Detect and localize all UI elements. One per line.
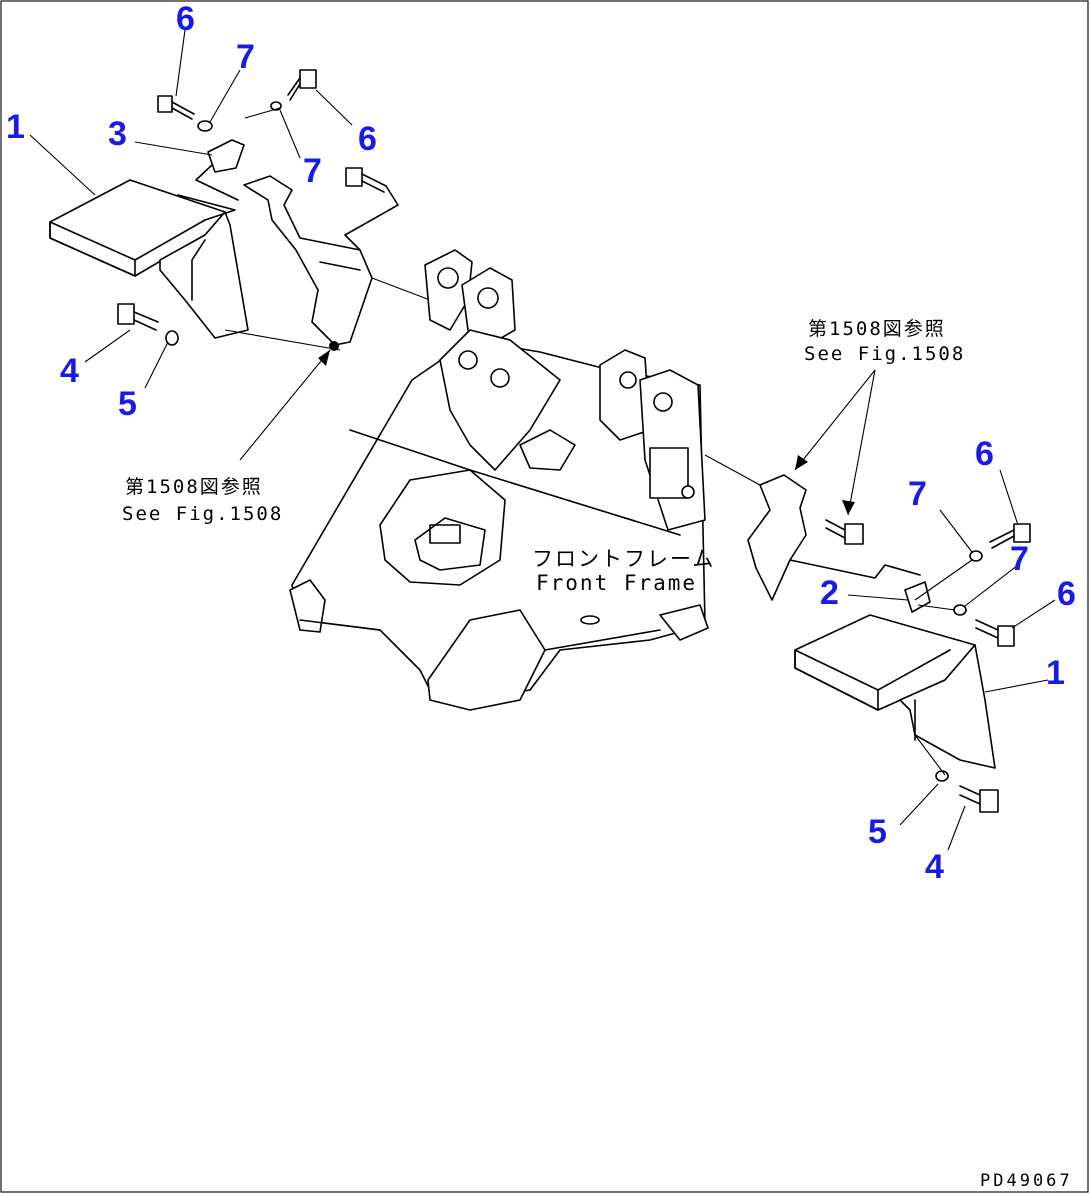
right-washer-7a [969, 550, 983, 562]
right-ref-note-en: See Fig.1508 [804, 343, 965, 365]
left-washer-7a [197, 120, 213, 132]
left-fender-assembly [49, 69, 431, 351]
front-frame-label-jp: フロントフレーム [532, 547, 715, 571]
callout-4: 4 [925, 848, 944, 886]
front-frame-label-en: Front Frame [536, 571, 697, 595]
right-bracket-2 [904, 581, 931, 613]
callout-5: 5 [868, 813, 887, 851]
callout-7: 7 [1010, 540, 1029, 578]
right-ref-note-jp: 第1508図参照 [808, 318, 946, 340]
callout-3: 3 [108, 115, 127, 153]
drawing-code: PD49067 [980, 1171, 1073, 1191]
callout-1: 1 [6, 108, 25, 146]
frame-foot-right [659, 604, 709, 641]
frame-arm-right-upper [461, 267, 516, 351]
right-fender-bracket [899, 644, 996, 769]
right-bolt-6a [989, 523, 1031, 549]
right-stay [747, 474, 807, 601]
right-bolt-4 [959, 785, 999, 813]
callout-6: 6 [975, 435, 994, 473]
left-bolt-mid [345, 167, 387, 193]
right-washer-5 [935, 770, 949, 782]
left-ref-note-jp: 第1508図参照 [125, 476, 263, 498]
frame-inspection-cover [414, 517, 486, 571]
callouts-left: 6 7 1 3 7 6 4 5 [6, 0, 377, 423]
callout-2: 2 [820, 574, 839, 612]
callout-6: 6 [358, 120, 377, 158]
callout-5: 5 [118, 385, 137, 423]
callouts-right: 6 7 7 2 6 1 5 4 [820, 435, 1076, 886]
left-ref-note-en: See Fig.1508 [122, 503, 283, 525]
left-washer-5 [165, 330, 179, 346]
right-fender-assembly [704, 454, 1031, 813]
left-fender-bracket [159, 211, 249, 339]
callout-7: 7 [236, 38, 255, 76]
callout-4: 4 [60, 352, 79, 390]
callout-7: 7 [303, 152, 322, 190]
callout-1: 1 [1046, 654, 1065, 692]
callout-7: 7 [908, 475, 927, 513]
callout-6: 6 [1057, 575, 1076, 613]
left-bracket-3 [207, 139, 245, 173]
left-stay [243, 175, 373, 346]
frame-foot-center [427, 609, 546, 711]
front-frame [289, 249, 709, 711]
right-washer-7b [953, 604, 967, 616]
right-bolt-6b [975, 619, 1015, 647]
left-bolt-4 [117, 303, 159, 331]
left-bolt-6b [287, 69, 317, 101]
leader-lines [29, 29, 1056, 851]
right-bolt-mid [825, 519, 864, 545]
frame-foot-left [289, 579, 326, 633]
left-bolt-6a [157, 95, 195, 120]
callout-6: 6 [176, 0, 195, 38]
